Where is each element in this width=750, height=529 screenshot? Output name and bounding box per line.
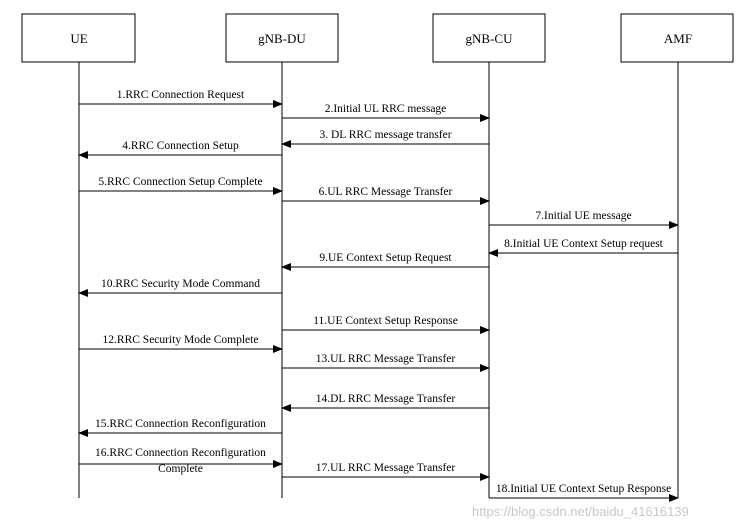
message-3: 3. DL RRC message transfer xyxy=(281,129,489,148)
message-16: 16.RRC Connection ReconfigurationComplet… xyxy=(79,447,283,475)
message-label-11: 11.UE Context Setup Response xyxy=(313,315,458,327)
message-10: 10.RRC Security Mode Command xyxy=(78,278,282,297)
entity-box-cu xyxy=(432,13,546,63)
message-label-10: 10.RRC Security Mode Command xyxy=(101,278,260,290)
message-label-9: 9.UE Context Setup Request xyxy=(319,252,452,264)
entity-box-du xyxy=(225,13,339,63)
message-15: 15.RRC Connection Reconfiguration xyxy=(78,418,282,437)
entity-box-amf xyxy=(620,13,734,63)
entity-label-amf: AMF xyxy=(664,31,692,46)
message-18: 18.Initial UE Context Setup Response xyxy=(489,483,679,502)
message-13: 13.UL RRC Message Transfer xyxy=(282,353,490,372)
message-11: 11.UE Context Setup Response xyxy=(282,315,490,334)
message-label-2: 2.Initial UL RRC message xyxy=(325,103,447,115)
message-label-15: 15.RRC Connection Reconfiguration xyxy=(95,418,266,430)
message-label-18: 18.Initial UE Context Setup Response xyxy=(496,483,671,495)
message-label-17: 17.UL RRC Message Transfer xyxy=(316,462,456,474)
message-1: 1.RRC Connection Request xyxy=(79,89,283,108)
message-17: 17.UL RRC Message Transfer xyxy=(282,462,490,481)
entity-label-ue: UE xyxy=(70,31,87,46)
message-label-14: 14.DL RRC Message Transfer xyxy=(316,393,456,405)
message-12: 12.RRC Security Mode Complete xyxy=(79,334,283,353)
entity-label-cu: gNB-CU xyxy=(466,31,514,46)
message-label-16-line2: Complete xyxy=(158,463,203,475)
message-label-16: 16.RRC Connection Reconfiguration xyxy=(95,447,266,459)
message-label-6: 6.UL RRC Message Transfer xyxy=(319,186,453,198)
message-label-7: 7.Initial UE message xyxy=(535,210,631,222)
message-2: 2.Initial UL RRC message xyxy=(282,103,490,122)
message-label-13: 13.UL RRC Message Transfer xyxy=(316,353,456,365)
message-label-8: 8.Initial UE Context Setup request xyxy=(504,238,664,250)
message-7: 7.Initial UE message xyxy=(489,210,679,229)
message-9: 9.UE Context Setup Request xyxy=(281,252,489,271)
message-label-5: 5.RRC Connection Setup Complete xyxy=(98,176,262,188)
message-4: 4.RRC Connection Setup xyxy=(78,140,282,159)
message-6: 6.UL RRC Message Transfer xyxy=(282,186,490,205)
entity-label-du: gNB-DU xyxy=(258,31,306,46)
message-14: 14.DL RRC Message Transfer xyxy=(281,393,489,412)
message-label-1: 1.RRC Connection Request xyxy=(117,89,245,101)
message-8: 8.Initial UE Context Setup request xyxy=(488,238,678,257)
message-5: 5.RRC Connection Setup Complete xyxy=(79,176,283,195)
message-label-4: 4.RRC Connection Setup xyxy=(122,140,239,152)
entity-box-ue xyxy=(21,13,136,63)
watermark: https://blog.csdn.net/baidu_41616139 xyxy=(472,504,689,519)
message-label-3: 3. DL RRC message transfer xyxy=(319,129,451,141)
message-label-12: 12.RRC Security Mode Complete xyxy=(103,334,259,346)
